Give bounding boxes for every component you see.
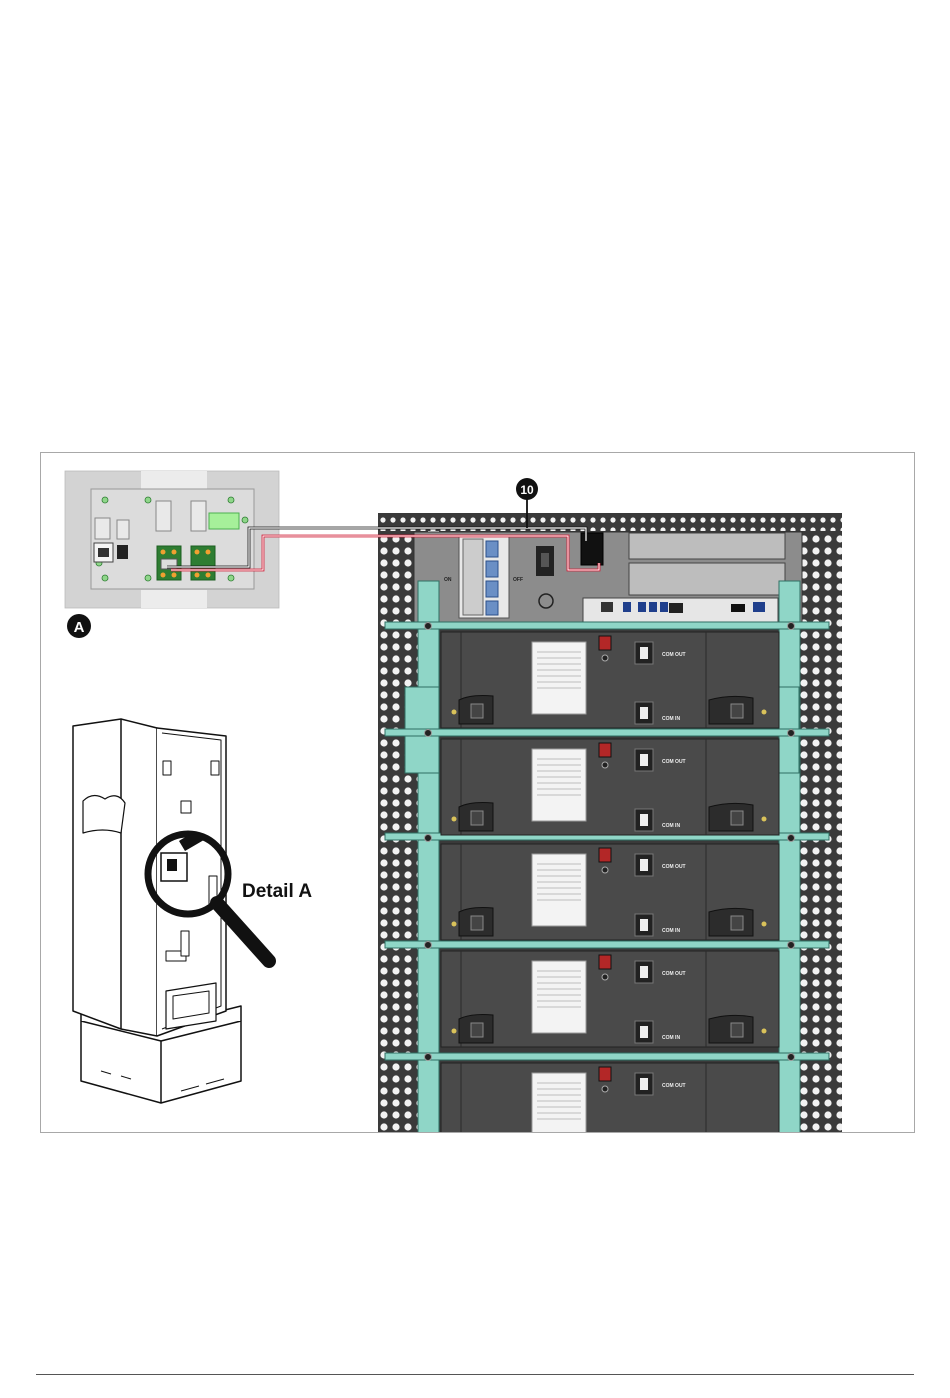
breaker-off-label: OFF: [513, 577, 523, 583]
battery-module: COM OUT COM IN: [425, 942, 795, 1048]
battery-module: COM OUT COM IN: [425, 623, 795, 729]
callout-number: 10: [520, 483, 534, 497]
com-out-label: COM OUT: [662, 652, 686, 658]
com-in-label: COM IN: [662, 928, 680, 934]
figure-frame: A Detail A: [40, 452, 915, 1133]
detail-badge-icon: A: [67, 614, 91, 638]
com-out-label: COM OUT: [662, 759, 686, 765]
com-in-label: COM IN: [662, 823, 680, 829]
footer-rule: [36, 1374, 914, 1375]
com-out-label: COM OUT: [662, 864, 686, 870]
com-in-label: COM IN: [662, 716, 680, 722]
wiring-diagram: A Detail A: [41, 453, 915, 1133]
com-out-label: COM OUT: [662, 971, 686, 977]
com-out-label: COM OUT: [662, 1083, 686, 1089]
com-in-label: COM IN: [662, 1035, 680, 1041]
battery-module: COM OUT COM IN: [425, 835, 795, 941]
breaker-on-label: ON: [444, 577, 452, 583]
battery-module: COM OUT: [425, 1054, 795, 1134]
battery-module: COM OUT COM IN: [425, 730, 795, 836]
detail-label: Detail A: [242, 881, 312, 902]
detail-marker: A: [74, 619, 85, 636]
detail-a-panel: [65, 471, 279, 608]
